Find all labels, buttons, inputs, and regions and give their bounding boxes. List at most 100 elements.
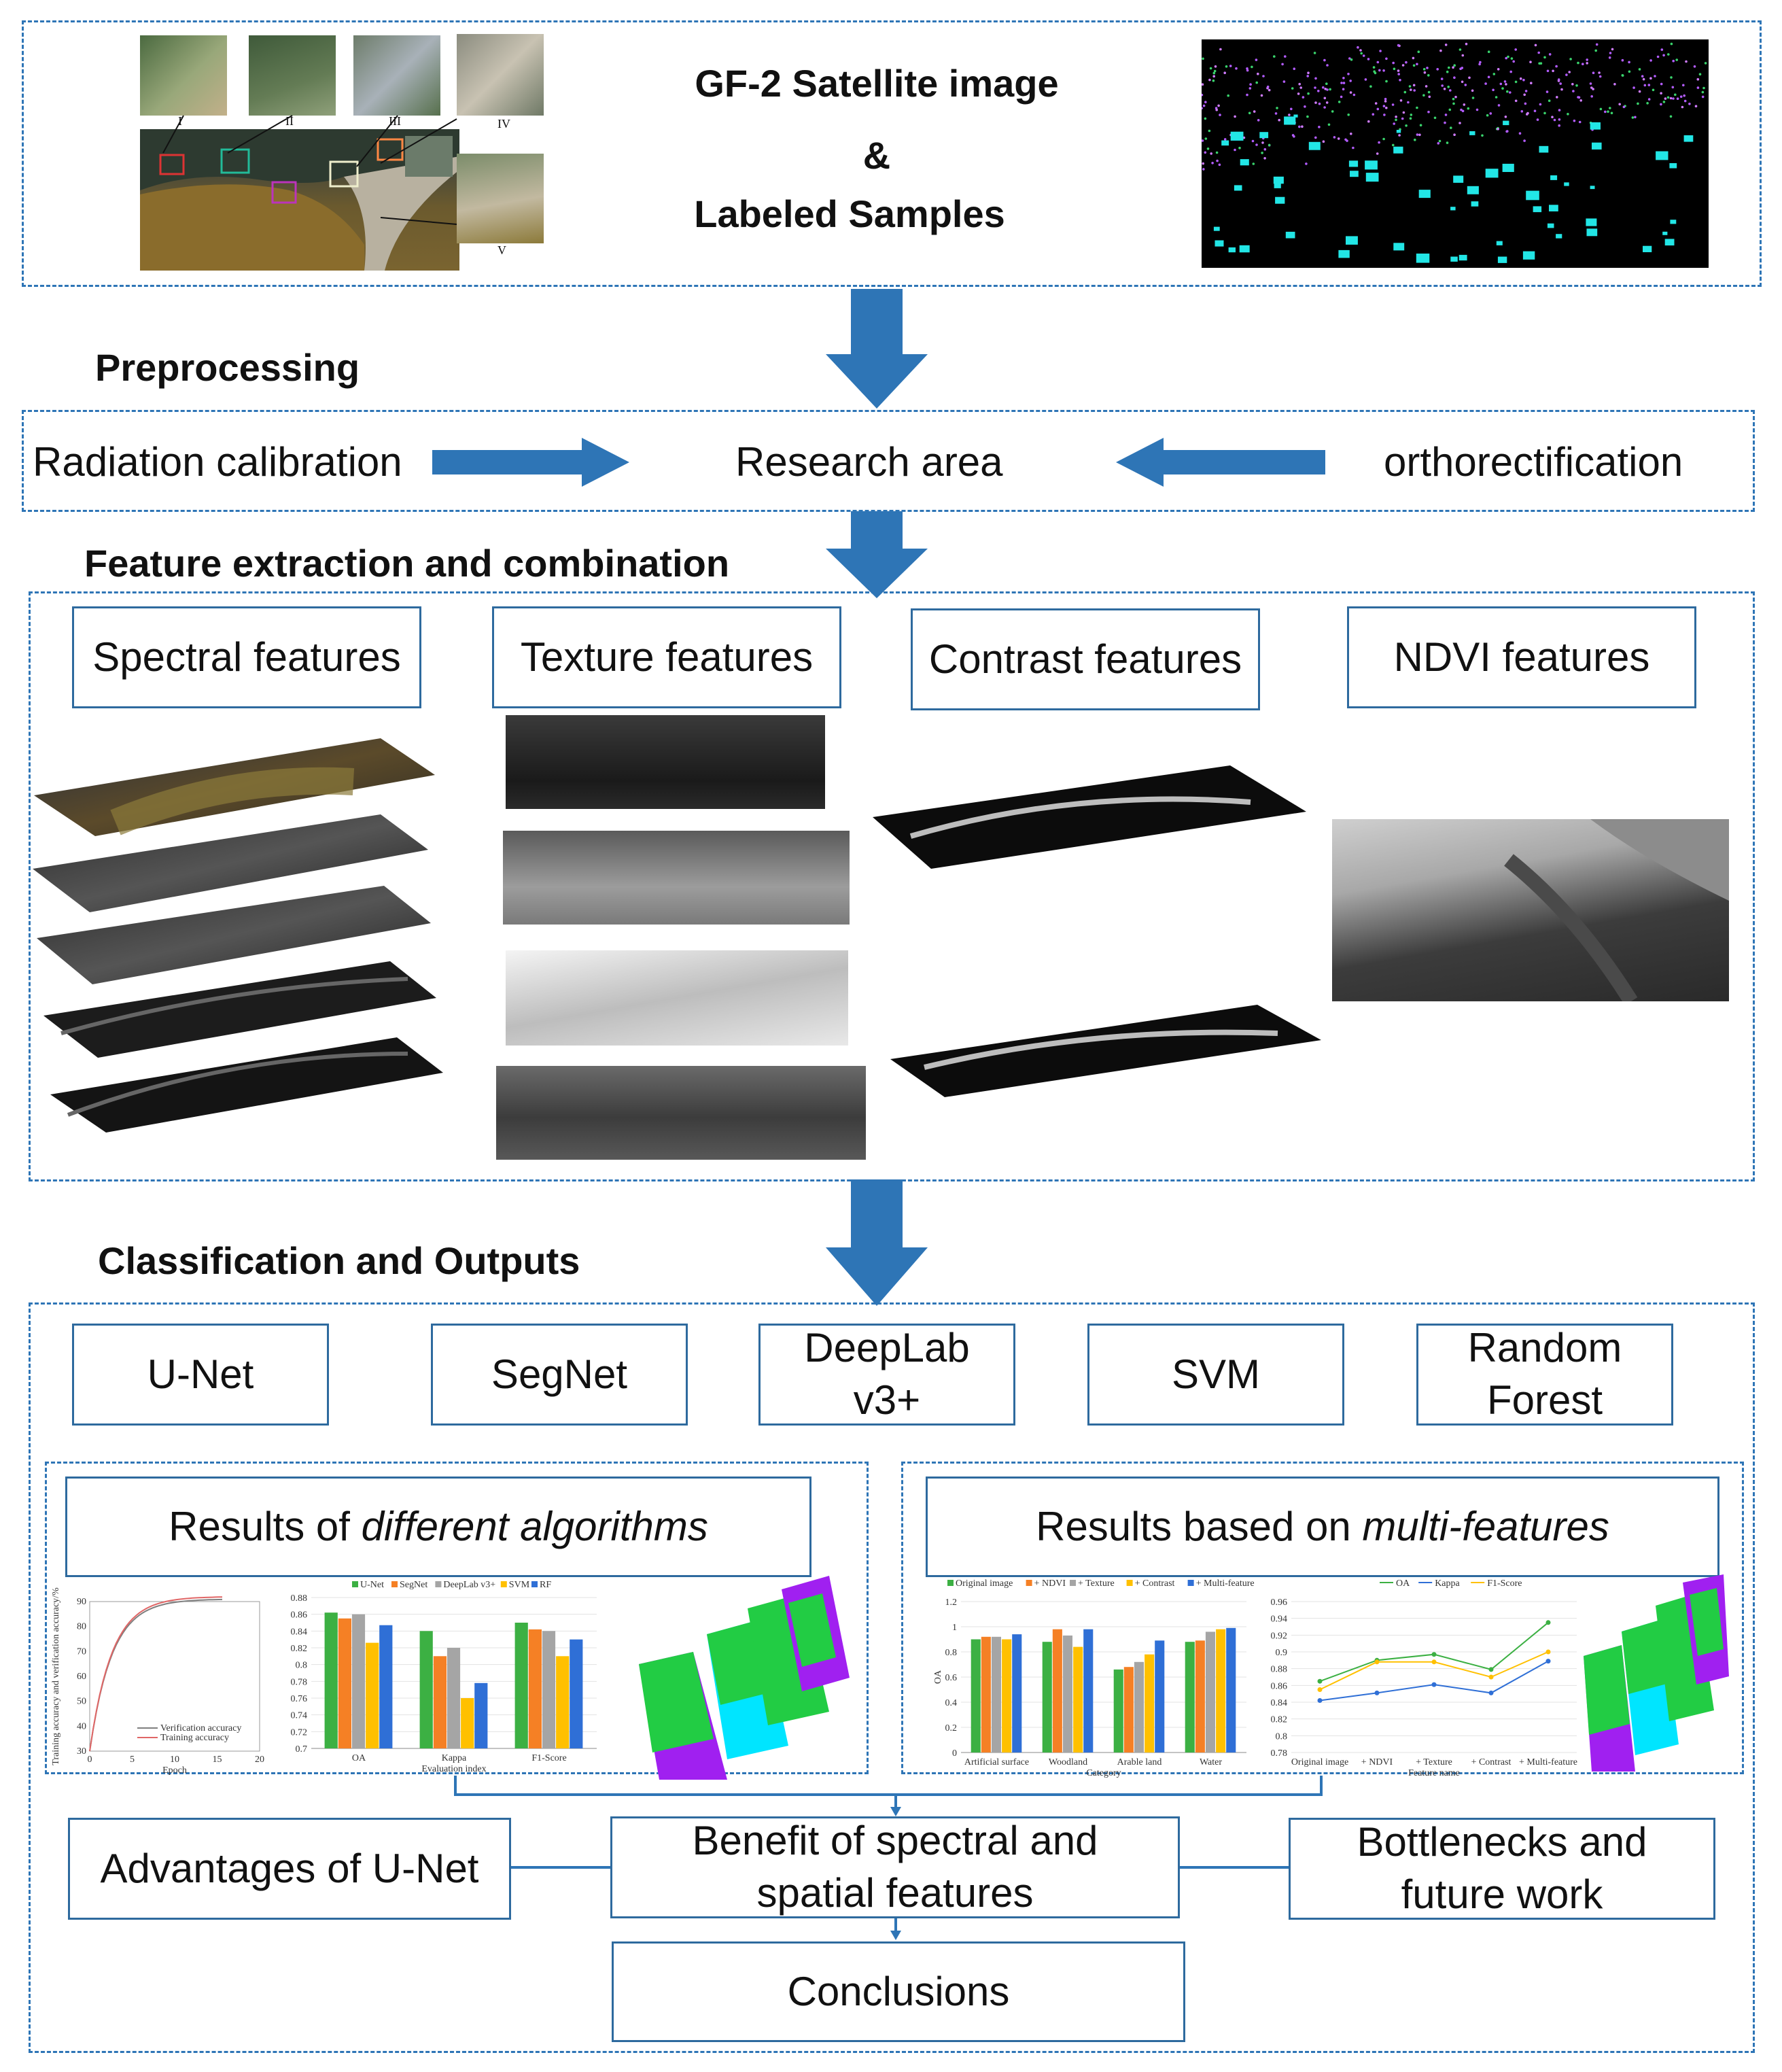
sample-dot — [1223, 138, 1227, 141]
sample-dot — [1342, 77, 1345, 80]
sample-patch — [1683, 135, 1694, 142]
sample-dot — [1378, 69, 1381, 72]
sample-dot — [1413, 89, 1416, 92]
sample-patch — [1338, 249, 1350, 258]
sample-dot — [1306, 115, 1309, 118]
sample-patch — [1664, 239, 1675, 246]
y-tick-label: 40 — [77, 1721, 86, 1731]
y-tick-label: 0 — [952, 1748, 957, 1759]
sample-dot — [1338, 101, 1341, 103]
sample-patch — [1496, 241, 1503, 245]
sample-dot — [1628, 70, 1631, 73]
bar — [1062, 1635, 1072, 1752]
results-algorithms-panel — [45, 1462, 869, 1774]
inset-thumbnail-3 — [353, 35, 440, 116]
bar — [1134, 1661, 1144, 1752]
sample-dot — [1592, 71, 1595, 74]
sample-dot — [1634, 116, 1637, 119]
results-algorithms-title: Results of different algorithms — [65, 1477, 811, 1577]
sample-dot — [1514, 48, 1517, 51]
sample-patch — [1662, 231, 1668, 235]
sample-patch — [1670, 220, 1677, 224]
labeled-samples-image — [1202, 39, 1709, 268]
sample-dot — [1425, 85, 1428, 88]
sample-dot — [1693, 65, 1696, 68]
sample-dot — [1204, 101, 1207, 103]
sample-dot — [1359, 49, 1362, 52]
sample-patch — [1549, 205, 1558, 211]
sample-patch — [1586, 228, 1598, 237]
sample-dot — [1505, 130, 1508, 133]
sample-dot — [1246, 69, 1249, 72]
sample-dot — [1268, 88, 1271, 92]
sample-dot — [1306, 75, 1309, 77]
sample-dot — [1304, 105, 1306, 108]
texture-features-box: Texture features — [492, 606, 841, 708]
satellite-map-image — [140, 129, 459, 271]
sample-dot — [1503, 80, 1507, 83]
sample-dot — [1582, 63, 1584, 65]
sample-dot — [1643, 84, 1647, 87]
y-tick-label: 0.6 — [945, 1673, 958, 1683]
sample-patch — [1239, 245, 1250, 253]
sample-dot — [1392, 143, 1395, 147]
sample-dot — [1206, 148, 1210, 150]
sample-dot — [1611, 48, 1614, 51]
sample-dot — [1448, 108, 1452, 111]
sample-dot — [1324, 88, 1327, 90]
sample-dot — [1215, 108, 1218, 111]
sample-dot — [1439, 49, 1442, 52]
sample-dot — [1248, 87, 1252, 90]
sample-dot — [1409, 117, 1412, 120]
sample-dot — [1641, 75, 1644, 77]
sample-dot — [1337, 137, 1340, 140]
sample-patch — [1643, 245, 1652, 252]
legend-label: + Contrast — [1135, 1578, 1175, 1589]
sample-dot — [1288, 114, 1291, 116]
sample-dot — [1557, 78, 1560, 81]
sample-dot — [1669, 115, 1673, 118]
legend-swatch — [947, 1580, 954, 1586]
sample-dot — [1379, 50, 1382, 52]
sample-dot — [1383, 114, 1386, 116]
sample-dot — [1524, 90, 1528, 92]
y-tick-label: 0.96 — [1271, 1598, 1288, 1608]
sample-dot — [1546, 69, 1550, 73]
y-tick-label: 0.7 — [296, 1744, 308, 1755]
y-tick-label: 0.84 — [291, 1627, 308, 1637]
bar — [1155, 1640, 1165, 1752]
legend-swatch — [1126, 1580, 1133, 1586]
sample-patch — [1284, 116, 1296, 125]
sample-dot — [1553, 118, 1556, 122]
texture-image-1 — [506, 715, 825, 809]
sample-dot — [1497, 68, 1500, 71]
sample-patch — [1526, 190, 1539, 201]
sample-dot — [1290, 107, 1293, 111]
sample-dot — [1499, 82, 1503, 86]
bar — [474, 1682, 488, 1748]
input-section — [22, 20, 1762, 287]
y-tick-label: 80 — [77, 1622, 86, 1632]
sample-dot — [1497, 128, 1499, 131]
y-tick-label: 0.82 — [1271, 1715, 1288, 1725]
sample-dot — [1261, 152, 1263, 154]
sample-dot — [1543, 111, 1546, 115]
sample-patch — [1350, 171, 1359, 177]
sample-dot — [1385, 57, 1388, 61]
sample-patch — [1234, 185, 1242, 191]
sample-dot — [1229, 65, 1232, 67]
category-label: Water — [1200, 1757, 1222, 1767]
legend-swatch — [1070, 1580, 1076, 1586]
sample-dot — [1569, 58, 1572, 61]
y-tick-label: 0.74 — [291, 1711, 308, 1721]
bar — [1195, 1640, 1205, 1752]
sample-dot — [1453, 76, 1456, 79]
sample-patch — [1453, 175, 1464, 183]
y-tick-label: 0.78 — [291, 1677, 308, 1687]
sample-dot — [1397, 69, 1400, 72]
sample-dot — [1575, 84, 1578, 87]
category-label: OA — [352, 1753, 366, 1763]
sample-dot — [1664, 97, 1667, 100]
sample-dot — [1391, 103, 1395, 106]
sample-dot — [1524, 102, 1527, 105]
